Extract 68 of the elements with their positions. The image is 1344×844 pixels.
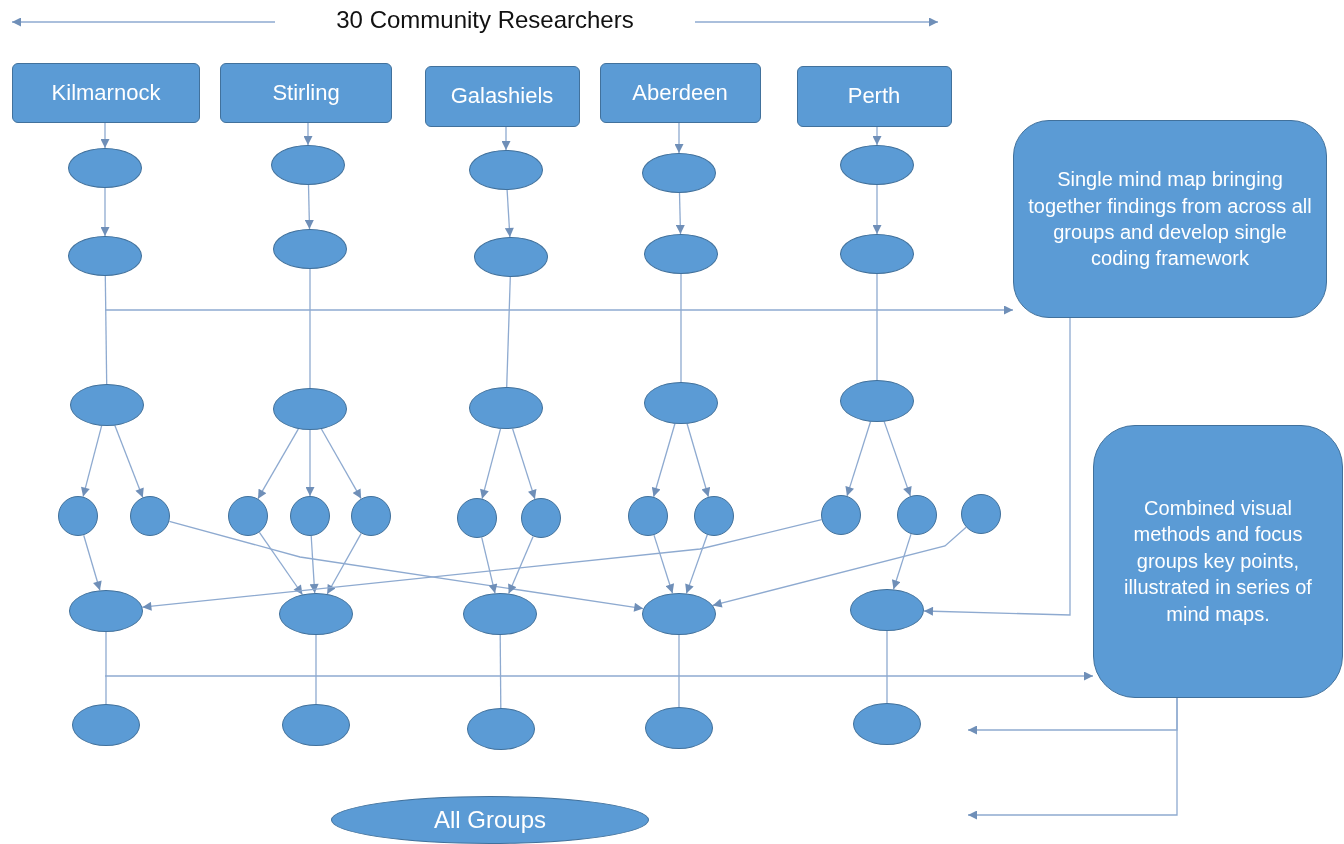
arrow [504,189,514,238]
arrow [100,187,110,237]
arrow [501,125,511,151]
arrow [508,535,534,595]
process-box: Kilmarnock [12,63,200,123]
circle-node [521,498,561,538]
arrow [141,519,823,611]
circle-node [457,498,497,538]
connector-line [886,630,888,704]
circle-node [694,496,734,536]
arrow [883,420,912,497]
arrow [712,526,967,608]
connector-line [104,275,108,385]
circle-node [897,495,937,535]
arrow [845,421,872,497]
connector-line [105,631,107,705]
process-box: Galashiels [424,65,580,127]
arrow [81,425,103,498]
arrow [653,534,675,594]
circle-node [130,496,170,536]
process-box: Combined visual methods and focus groups key points, illustrated in series of mind maps. [1093,424,1343,698]
process-box: Aberdeen [599,63,761,123]
circle-node [290,496,330,536]
ellipse-node [642,593,716,635]
circle-node [821,495,861,535]
arrow [891,533,912,590]
connector-line [309,268,311,389]
arrow [872,125,882,146]
connector-line [499,634,502,709]
arrow [168,520,644,612]
arrow [686,423,711,498]
arrow [100,122,110,149]
arrow [872,184,882,235]
arrow [511,428,537,500]
process-box: Stirling [220,63,392,123]
circle-node [628,496,668,536]
connector-line [506,276,511,388]
circle-node [961,494,1001,534]
arrow [83,534,102,591]
arrow [114,424,144,499]
circle-node [351,496,391,536]
arrow [480,428,502,500]
arrow [481,536,498,594]
arrow [326,532,362,595]
connector-line [678,634,680,708]
connector-line [876,273,878,381]
circle-node [228,496,268,536]
arrow [651,423,676,498]
arrow [675,192,685,235]
process-box: Perth [796,65,952,127]
arrow [304,184,314,230]
circle-node [58,496,98,536]
connector-line [680,273,682,383]
arrow [309,535,319,594]
process-box: Single mind map bringing together findings from across all groups and develop single coding framework [1013,120,1327,318]
arrow [685,534,708,595]
arrow [320,428,362,500]
arrow [305,429,315,497]
arrow [967,696,1178,820]
arrow [104,671,1094,681]
connector-line [315,634,317,705]
arrow [923,317,1071,616]
title: 30 Community Researchers [335,6,635,34]
oval-node: All Groups [331,796,649,844]
arrow [257,428,300,500]
arrow [674,122,684,154]
arrow [303,122,313,146]
arrow [104,305,1014,315]
